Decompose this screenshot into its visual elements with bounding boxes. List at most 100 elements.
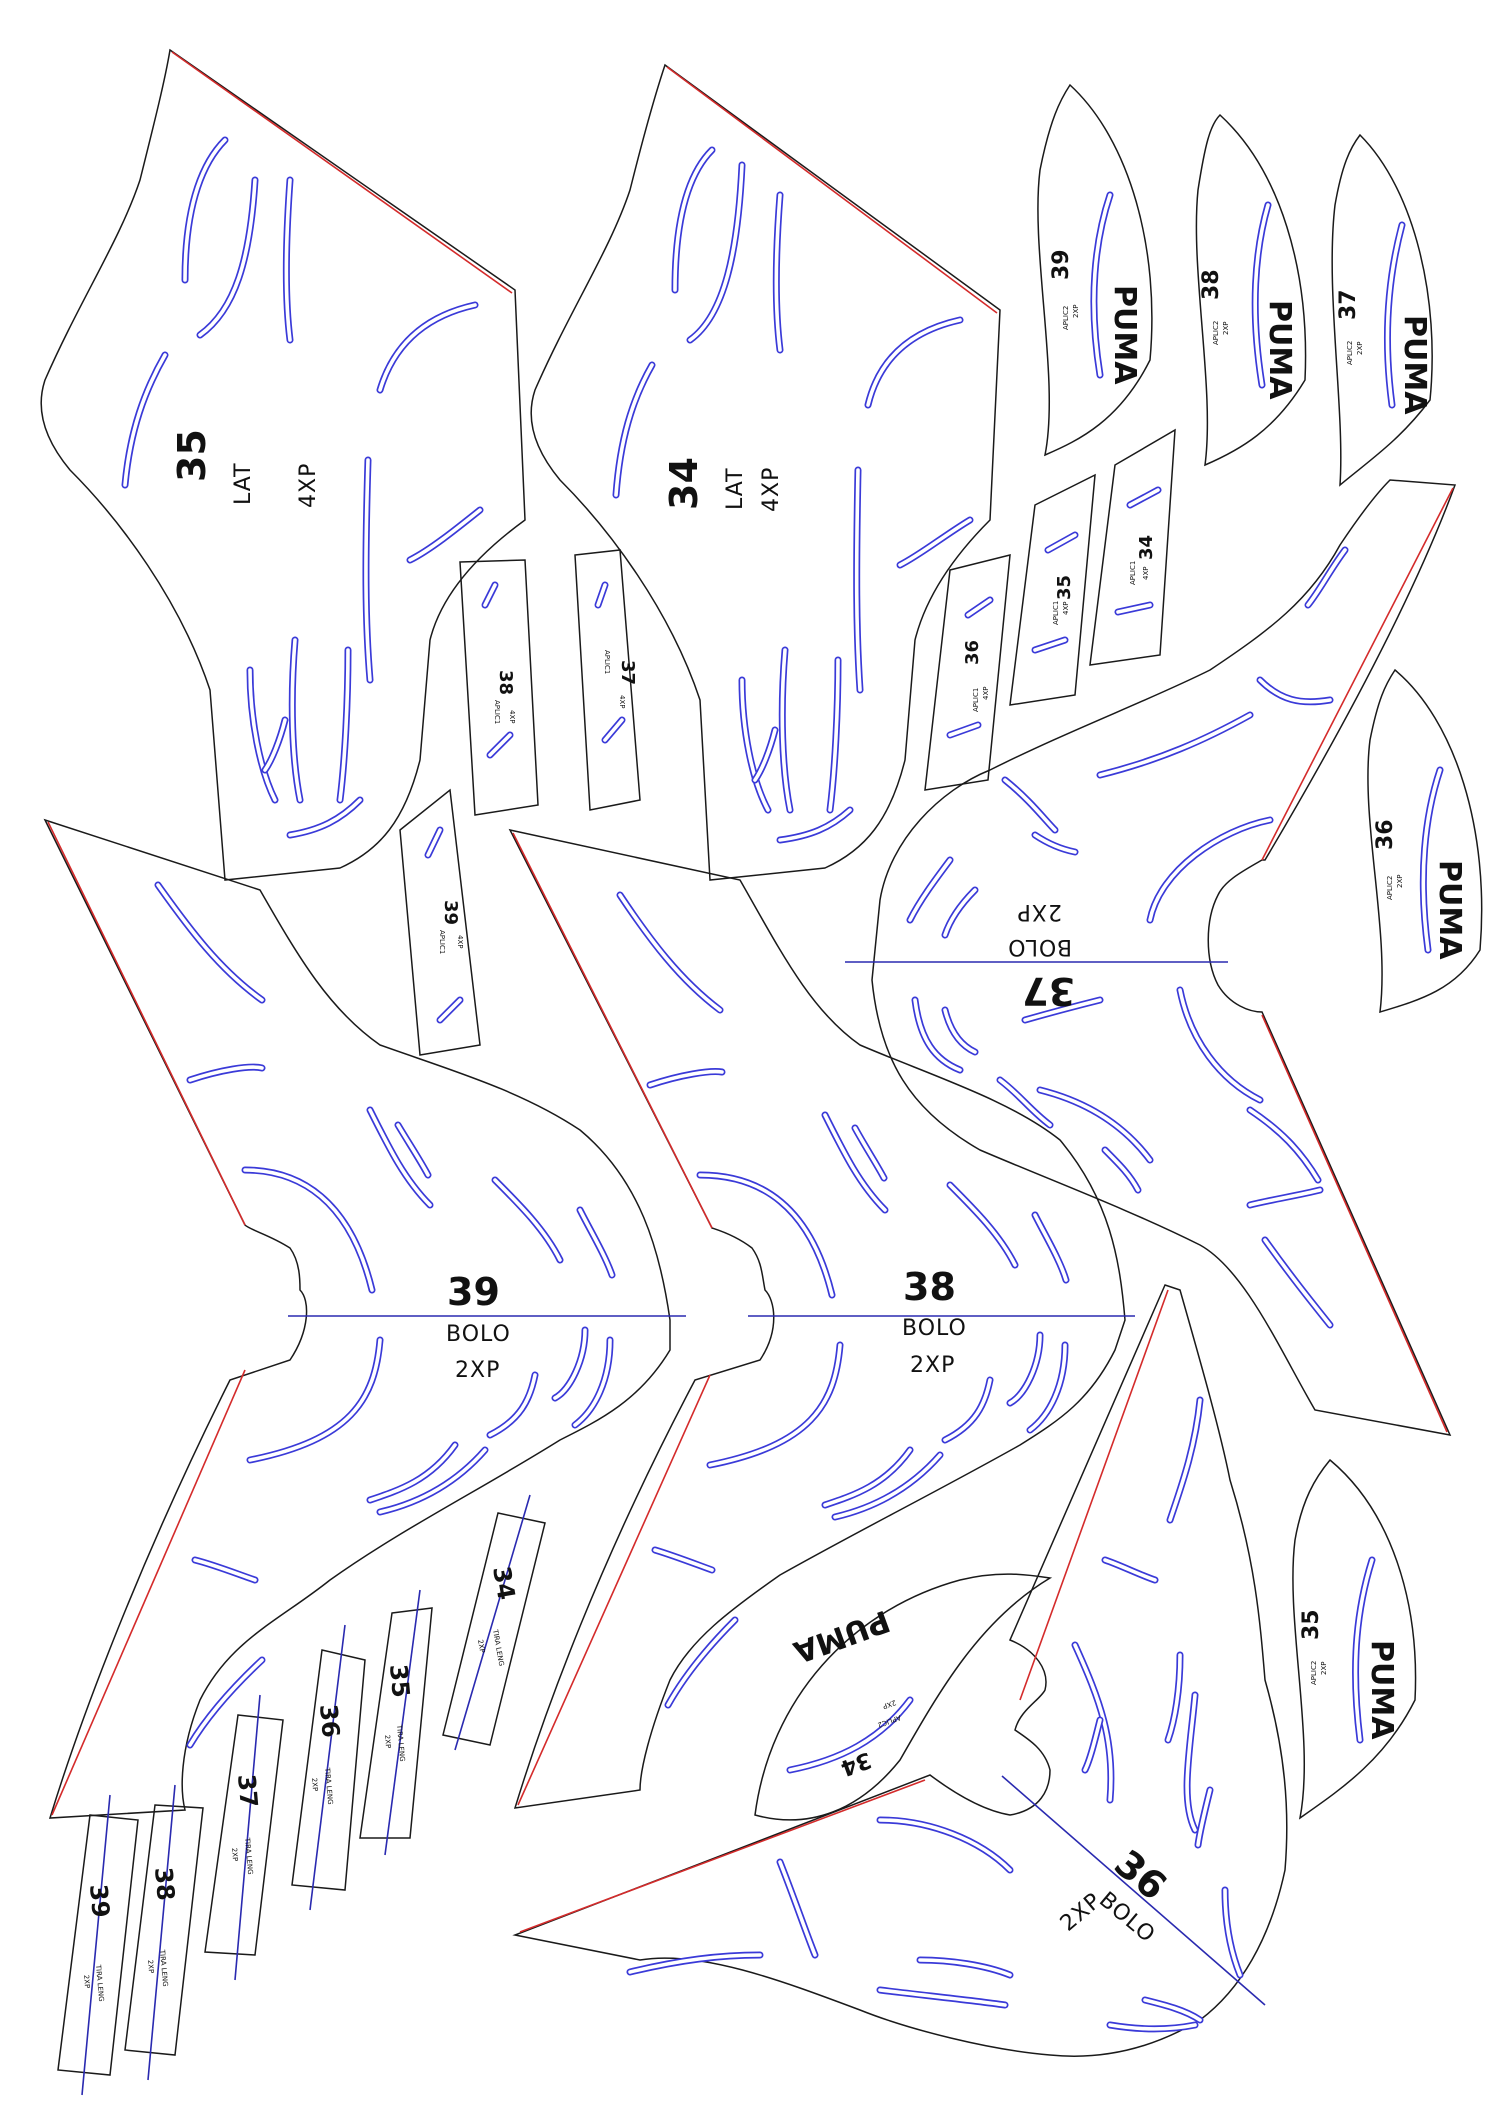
piece-aplic1-36: 36 APLIC1 4XP (924, 554, 1011, 791)
aplic2-39-qty: 2XP (1072, 305, 1080, 318)
tira-39-name: TIRA LENG (94, 1963, 105, 2001)
aplic1-34-qty: 4XP (1142, 567, 1150, 580)
bolo-37-size: 37 (1022, 969, 1075, 1013)
piece-aplic2-35: PUMA 35 APLIC2 2XP (1292, 1458, 1417, 1820)
aplic2-35-size: 35 (1299, 1609, 1324, 1640)
aplic1-37-qty: 4XP (618, 695, 626, 708)
aplic1-36-qty: 4XP (982, 687, 990, 700)
piece-aplic1-38: 38 APLIC1 4XP (459, 559, 539, 816)
aplic1-38-name: APLIC1 (493, 700, 501, 724)
aplic1-39-size: 39 (440, 900, 461, 925)
bolo-38-seam-bottom (517, 1374, 711, 1806)
bolo-36-qty: 2XP (1056, 1888, 1107, 1936)
bolo-38-size: 38 (903, 1265, 956, 1309)
lat-34-name: LAT (723, 467, 748, 510)
lat-35-slots (121, 136, 484, 839)
aplic2-34-brand: PUMA (788, 1602, 894, 1669)
piece-lat-35: 35 LAT 4XP (40, 48, 526, 881)
aplic2-38-name: APLIC2 (1212, 321, 1220, 345)
bolo-38-outline (508, 828, 1126, 1809)
bolo-36-seam-top (1019, 1289, 1169, 1701)
aplic2-38-qty: 2XP (1222, 322, 1230, 335)
bolo-39-size: 39 (447, 1270, 500, 1314)
tira-38-name: TIRA LENG (158, 1948, 169, 1986)
lat-35-qty: 4XP (296, 463, 321, 508)
lat-34-slots (612, 146, 974, 844)
aplic2-37-qty: 2XP (1356, 342, 1364, 355)
piece-aplic1-39: 39 APLIC1 4XP (399, 788, 481, 1056)
tira-38-size: 38 (149, 1866, 180, 1902)
piece-aplic1-34: 34 APLIC1 4XP (1089, 428, 1176, 666)
aplic1-35-qty: 4XP (1062, 602, 1070, 615)
tira-39-size: 39 (84, 1883, 115, 1919)
aplic2-39-brand: PUMA (1107, 285, 1142, 385)
aplic1-39-name: APLIC1 (438, 930, 446, 954)
bolo-38-name: BOLO (902, 1316, 967, 1341)
aplic2-36-name: APLIC2 (1386, 876, 1394, 900)
aplic1-35-name: APLIC1 (1052, 601, 1060, 625)
tira-35-size: 35 (384, 1663, 415, 1699)
bolo-39-seam-top (47, 821, 246, 1226)
bolo-39-outline (43, 818, 671, 1819)
bolo-37-name: BOLO (1007, 934, 1072, 959)
lat-35-seam (171, 51, 513, 294)
bolo-39-qty: 2XP (455, 1358, 500, 1383)
piece-aplic1-37: 37 APLIC1 4XP (574, 549, 641, 811)
aplic2-36-size: 36 (1373, 819, 1398, 850)
piece-tira-35: 35 TIRA LENG 2XP (359, 1589, 433, 1856)
tira-38-qty: 2XP (146, 1959, 155, 1973)
bolo-37-qty: 2XP (1017, 899, 1062, 924)
bolo-38-seam-top (512, 832, 713, 1229)
piece-tira-38: 38 TIRA LENG 2XP (124, 1784, 204, 2081)
bolo-37-outline (871, 479, 1457, 1436)
bolo-37-slots (906, 546, 1349, 1329)
aplic1-39-qty: 4XP (456, 935, 464, 948)
bolo-39-seam-bottom (51, 1369, 246, 1816)
tira-34-size: 34 (487, 1564, 520, 1602)
aplic2-36-brand: PUMA (1432, 860, 1467, 960)
piece-aplic2-38: PUMA 38 APLIC2 2XP (1195, 113, 1307, 467)
tira-37-size: 37 (232, 1773, 263, 1809)
piece-lat-34: 34 LAT 4XP (530, 63, 1001, 881)
tira-37-name: TIRA LENG (243, 1836, 254, 1874)
bolo-39-name: BOLO (446, 1322, 511, 1347)
piece-aplic2-39: PUMA 39 APLIC2 2XP (1037, 83, 1153, 457)
aplic1-34-name: APLIC1 (1129, 561, 1137, 585)
aplic2-35-qty: 2XP (1320, 1662, 1328, 1675)
lat-35-size: 35 (170, 429, 214, 482)
piece-bolo-38: 38 BOLO 2XP (508, 828, 1135, 1809)
aplic1-36-size: 36 (962, 640, 983, 665)
piece-aplic1-35: 35 APLIC1 4XP (1009, 473, 1096, 706)
aplic1-38-qty: 4XP (508, 710, 516, 723)
aplic1-36-name: APLIC1 (972, 688, 980, 712)
aplic1-37-size: 37 (617, 660, 638, 685)
tira-35-name: TIRA LENG (395, 1723, 406, 1761)
aplic2-35-brand: PUMA (1364, 1640, 1399, 1740)
piece-tira-37: 37 TIRA LENG 2XP (204, 1694, 284, 1981)
piece-bolo-36: 36 BOLO 2XP (512, 1284, 1288, 2057)
aplic1-38-size: 38 (495, 670, 516, 695)
piece-bolo-37: 37 BOLO 2XP (845, 479, 1457, 1436)
bolo-36-seam-bottom (519, 1779, 926, 1933)
tira-39-qty: 2XP (82, 1974, 91, 1988)
tira-35-qty: 2XP (383, 1734, 392, 1748)
bolo-38-qty: 2XP (910, 1353, 955, 1378)
tira-34-qty: 2XP (476, 1639, 486, 1654)
aplic2-37-name: APLIC2 (1346, 341, 1354, 365)
lat-35-name: LAT (231, 462, 256, 505)
aplic2-39-size: 39 (1049, 249, 1074, 280)
piece-aplic2-34: PUMA 34 APLIC2 2XP (754, 1573, 1053, 1821)
bolo-38-slots (616, 891, 1070, 1709)
tira-37-qty: 2XP (230, 1847, 239, 1861)
piece-bolo-39: 39 BOLO 2XP (43, 818, 686, 1819)
tira-36-qty: 2XP (310, 1777, 319, 1791)
tira-36-name: TIRA LENG (323, 1766, 334, 1804)
aplic1-35-size: 35 (1054, 575, 1075, 600)
aplic2-37-brand: PUMA (1397, 315, 1432, 415)
aplic2-36-qty: 2XP (1396, 875, 1404, 888)
bolo-37-seam-top (1261, 487, 1454, 861)
bolo-39-slots (154, 881, 616, 1749)
aplic2-38-brand: PUMA (1262, 300, 1297, 400)
bolo-37-seam-bottom (1261, 1014, 1448, 1433)
